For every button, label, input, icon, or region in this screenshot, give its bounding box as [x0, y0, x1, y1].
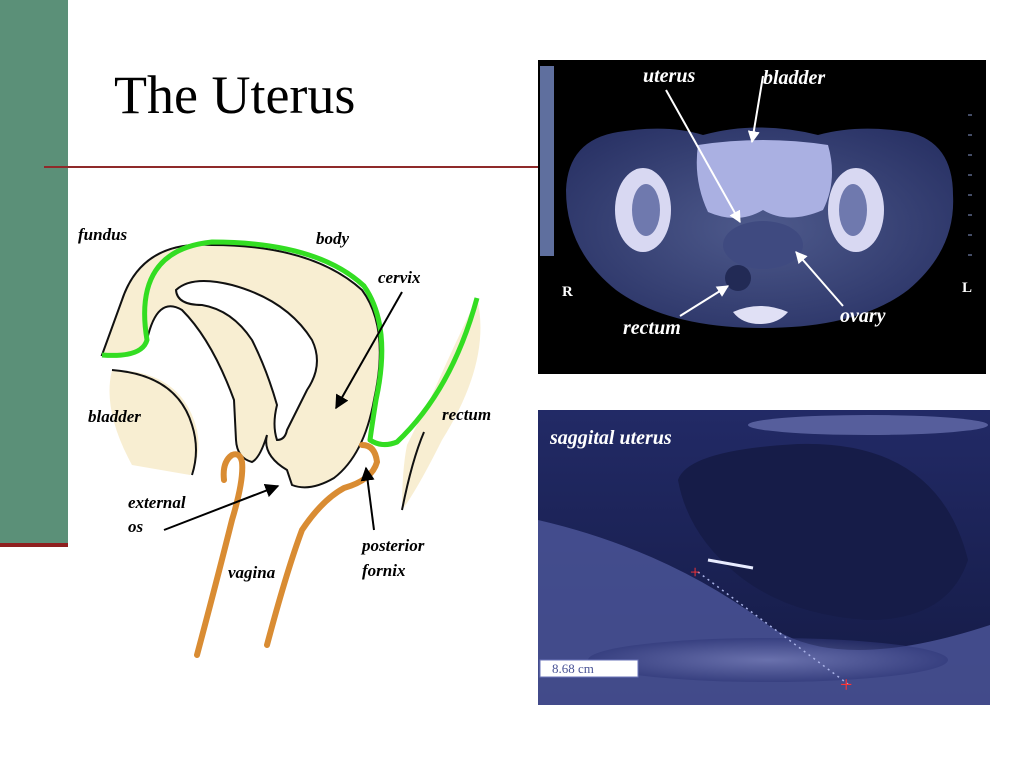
- ct-right-hip-inner: [839, 184, 867, 236]
- vagina-posterior-wall: [264, 442, 381, 648]
- ct-left-hip-inner: [632, 184, 660, 236]
- ultrasound-image: + + saggital uterus 8.68 cm: [538, 410, 990, 705]
- us-bright-echo-top: [748, 415, 988, 435]
- title-rule: [44, 166, 540, 168]
- label-fundus: fundus: [78, 225, 128, 244]
- ct-label-ovary: ovary: [840, 305, 886, 327]
- ct-label-bladder: bladder: [763, 67, 825, 89]
- ct-ovary-arrow: [795, 251, 844, 307]
- label-bladder: bladder: [88, 407, 141, 426]
- ct-rectum-arrow: [679, 285, 730, 317]
- us-endometrial-echo: [707, 558, 754, 570]
- ct-scan-image: uterus bladder rectum ovary R L: [538, 60, 986, 374]
- ct-scale-ticks: [968, 114, 972, 256]
- label-cervix: cervix: [378, 268, 421, 287]
- ct-label-uterus: uterus: [643, 65, 695, 87]
- ct-side-left: L: [962, 280, 972, 296]
- ct-grayscale-strip: [540, 66, 554, 256]
- label-external: external: [128, 493, 186, 512]
- label-os: os: [128, 517, 144, 536]
- label-posterior: posterior: [360, 536, 425, 555]
- left-accent-band: [0, 0, 68, 545]
- ct-side-right: R: [562, 284, 573, 300]
- external-os-arrow: [163, 484, 280, 531]
- slide-title: The Uterus: [114, 65, 356, 125]
- us-bladder-region: [678, 443, 968, 620]
- us-bright-echo-bottom: [588, 638, 948, 682]
- ct-bladder-arrow: [747, 75, 764, 144]
- ct-rectum: [725, 265, 751, 291]
- label-vagina: vagina: [228, 563, 276, 582]
- ct-bladder: [696, 140, 832, 219]
- us-measurement-line: [697, 571, 849, 685]
- us-caption: saggital uterus: [549, 427, 672, 449]
- peritoneum-outline: [101, 239, 480, 448]
- rectum-outline: [401, 431, 425, 511]
- posterior-fornix-arrow: [360, 466, 375, 531]
- ct-uterus-arrow: [665, 89, 741, 224]
- ct-label-rectum: rectum: [623, 317, 681, 339]
- us-measurement-value: 8.68 cm: [552, 661, 594, 676]
- us-measurement-box: [539, 659, 639, 678]
- us-caliper-end: +: [840, 672, 852, 697]
- uterus-body: [100, 243, 381, 489]
- label-body: body: [316, 229, 350, 248]
- uterus-anatomy-diagram: fundus body cervix bladder rectum extern…: [78, 225, 491, 658]
- ct-sacrum: [733, 306, 788, 324]
- uterine-cavity: [174, 280, 318, 442]
- us-caliper-start: +: [690, 562, 700, 582]
- vagina-anterior-wall: [194, 451, 246, 658]
- cervix-arrow: [335, 291, 403, 410]
- ct-uterus: [723, 221, 803, 269]
- bladder-outline: [111, 369, 197, 476]
- left-band-divider: [0, 543, 68, 547]
- label-fornix: fornix: [362, 561, 406, 580]
- label-rectum: rectum: [442, 405, 491, 424]
